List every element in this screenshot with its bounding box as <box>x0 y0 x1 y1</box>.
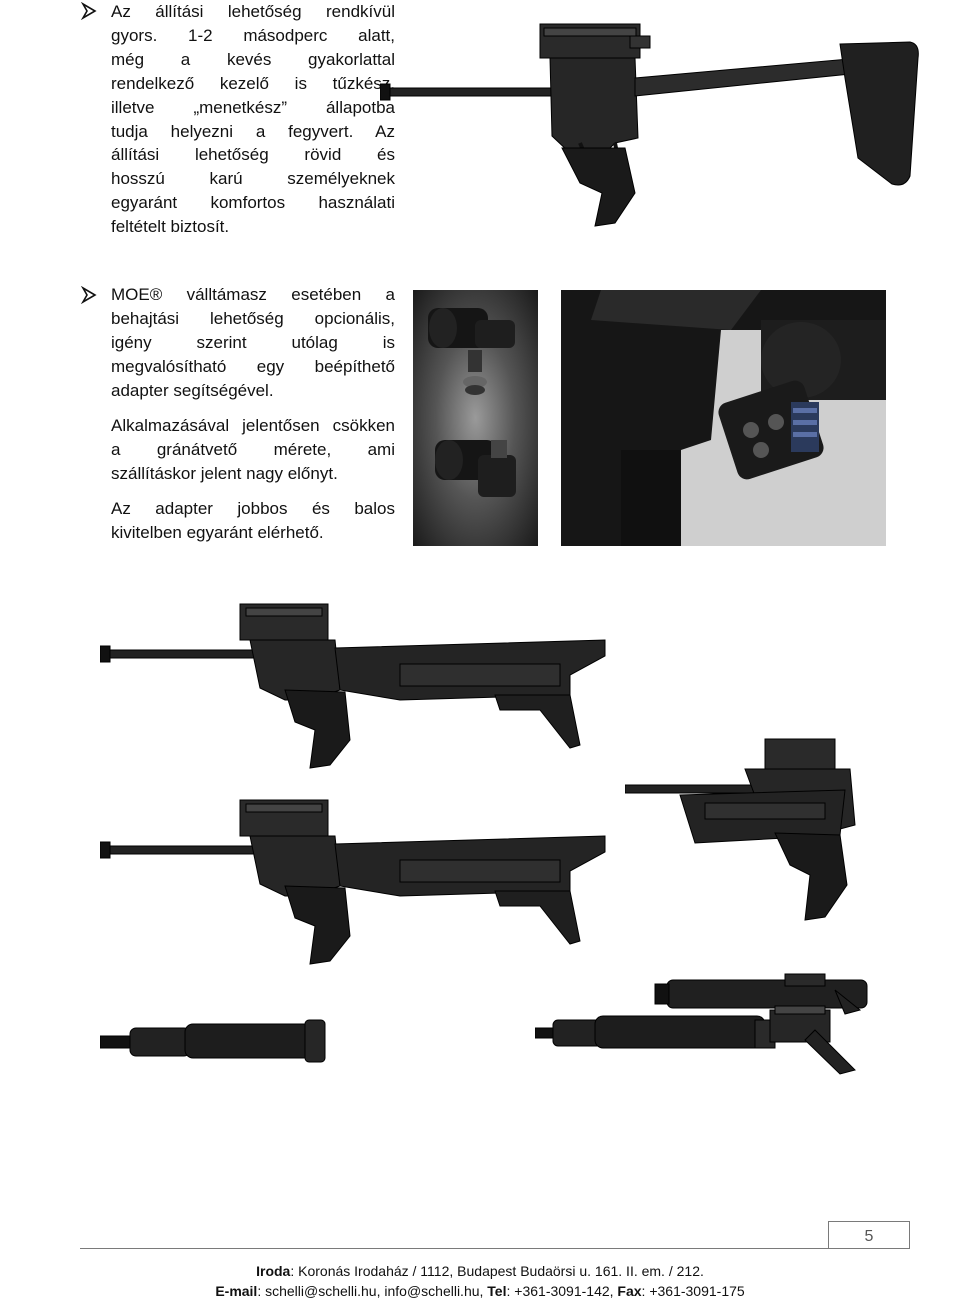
text-line: rendelkező kezelő is tűzkész, <box>111 73 395 93</box>
fax-label: Fax <box>617 1283 642 1299</box>
text-line: tudja helyezni a fegyvert. Az <box>111 121 395 141</box>
text-line: adapter segítségével. <box>111 380 274 400</box>
launcher-compact-left-image <box>100 1019 326 1063</box>
tel-value: : +361-3091-142, <box>506 1283 618 1299</box>
paragraph-size-reduction: Alkalmazásával jelentősen csökken a grán… <box>111 414 395 486</box>
paragraph-adjustment: Az állítási lehetőség rendkívül gyors. 1… <box>111 0 395 239</box>
adapter-installed-image <box>561 290 886 546</box>
page-number: 5 <box>828 1221 910 1249</box>
text-line: még a kevés gyakorlattal <box>111 49 395 69</box>
text-line: gyors. 1-2 másodperc alatt, <box>111 25 395 45</box>
email-value: : schelli@schelli.hu, info@schelli.hu, <box>257 1283 488 1299</box>
footer-divider <box>80 1248 910 1249</box>
adapter-photo <box>413 290 538 546</box>
email-label: E-mail <box>215 1283 258 1299</box>
fax-value: : +361-3091-175 <box>641 1283 745 1299</box>
launcher-folded-image <box>625 738 856 921</box>
launcher-folding-stock-image <box>380 23 919 227</box>
text-line: MOE® válltámasz esetében a <box>111 285 395 304</box>
adapter-installed-photo <box>561 290 886 546</box>
tel-label: Tel <box>487 1283 507 1299</box>
bullet-arrow-icon <box>80 286 97 304</box>
text-line: a gránátvető mérete, ami <box>111 439 395 459</box>
text-line: megvalósítható egy beépíthető <box>111 356 395 376</box>
text-line: szállításkor jelent nagy előnyt. <box>111 463 338 483</box>
text-line: behajtási lehetőség opcionális, <box>111 308 395 328</box>
footer-contact-line: E-mail: schelli@schelli.hu, info@schelli… <box>0 1283 960 1299</box>
office-address: : Koronás Irodaház / 1112, Budapest Buda… <box>290 1263 704 1279</box>
paragraph-moe-adapter: MOE® válltámasz esetében a behajtási leh… <box>111 283 395 403</box>
text-line: feltételt biztosít. <box>111 217 230 237</box>
text-line: igény szerint utólag is <box>111 332 395 352</box>
adapter-parts-image <box>428 308 516 497</box>
text-line: Alkalmazásával jelentősen csökken <box>111 416 395 435</box>
text-line: Az adapter jobbos és balos <box>111 499 395 518</box>
text-line: illetve „menetkész” állapotba <box>111 97 395 117</box>
launcher-collapsible-stock-images <box>100 603 606 965</box>
office-label: Iroda <box>256 1263 291 1279</box>
launcher-compact-images <box>535 973 868 1075</box>
text-line: hosszú karú személyeknek <box>111 169 395 189</box>
text-line: egyaránt komfortos használati <box>111 193 395 213</box>
bullet-arrow-icon <box>80 2 97 20</box>
text-line: Az állítási lehetőség rendkívül <box>111 2 395 21</box>
paragraph-left-right: Az adapter jobbos és balos kivitelben eg… <box>111 497 395 545</box>
text-line: állítási lehetőség rövid és <box>111 145 395 165</box>
footer-office-line: Iroda: Koronás Irodaház / 1112, Budapest… <box>0 1263 960 1279</box>
text-line: kivitelben egyaránt elérhető. <box>111 522 324 542</box>
